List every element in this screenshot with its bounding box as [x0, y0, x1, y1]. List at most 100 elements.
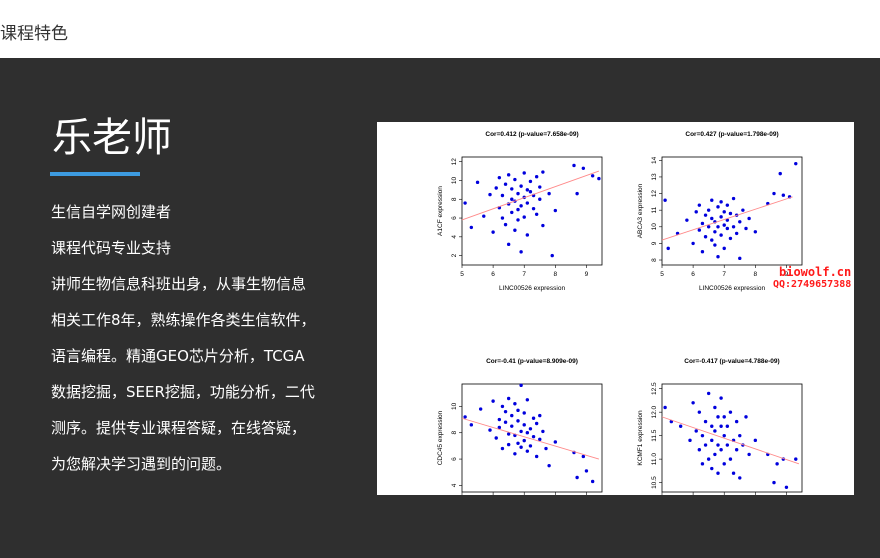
- data-point: [538, 197, 542, 201]
- y-tick-label: 4: [451, 235, 458, 239]
- data-point: [725, 424, 730, 428]
- data-point: [722, 246, 726, 251]
- data-point: [525, 201, 530, 205]
- x-tick-label: 8: [754, 271, 758, 278]
- data-point: [519, 445, 523, 449]
- data-point: [719, 424, 723, 428]
- y-tick-label: 11: [651, 206, 658, 213]
- data-point: [513, 228, 517, 232]
- data-point: [522, 215, 526, 219]
- plot-title: Cor=0.427 (p-value=1.798e-09): [685, 131, 778, 138]
- data-point: [728, 457, 733, 461]
- data-point: [478, 407, 483, 411]
- y-tick-label: 4: [451, 483, 458, 487]
- regression-line: [661, 416, 800, 465]
- data-point: [497, 175, 502, 180]
- data-point: [572, 163, 576, 168]
- data-point: [710, 198, 714, 202]
- data-point: [516, 191, 520, 196]
- desc-line: 为您解决学习遇到的问题。: [51, 455, 232, 473]
- header-bar: 课程特色: [0, 0, 880, 58]
- data-point: [738, 220, 742, 224]
- data-point: [747, 216, 751, 221]
- data-point: [728, 410, 733, 414]
- title-underline: [50, 172, 140, 176]
- data-point: [506, 173, 511, 177]
- y-axis-label: CDC45 expression: [437, 410, 444, 465]
- data-point: [744, 415, 748, 419]
- plot-frame: [661, 383, 803, 493]
- content-panel: 乐老师 生信自学网创建者 课程代码专业支持 讲师生物信息科班出身，从事生物信息 …: [0, 58, 880, 558]
- data-point: [590, 479, 595, 484]
- data-point: [697, 228, 702, 232]
- x-tick-label: 5: [660, 271, 664, 278]
- data-point: [741, 208, 745, 212]
- teacher-name: 乐老师: [52, 115, 172, 161]
- data-point: [738, 433, 742, 438]
- desc-line: 生信自学网创建者: [51, 203, 172, 221]
- data-point: [491, 230, 495, 234]
- data-point: [716, 415, 720, 419]
- x-tick-label: 8: [554, 271, 558, 278]
- data-point: [519, 204, 523, 208]
- data-point: [494, 186, 498, 190]
- data-point: [590, 174, 595, 178]
- data-point: [494, 436, 498, 440]
- data-point: [710, 438, 714, 443]
- data-point: [553, 440, 558, 444]
- data-point: [510, 187, 514, 191]
- plot-title: Cor=-0.41 (p-value=8.909e-09): [486, 358, 578, 365]
- data-point: [488, 192, 492, 197]
- data-point: [716, 205, 720, 209]
- watermark-site: biowolf.cn: [779, 265, 852, 279]
- data-point: [697, 448, 702, 452]
- data-point: [794, 457, 798, 461]
- data-point: [728, 211, 733, 216]
- y-tick-label: 10.5: [651, 476, 658, 489]
- data-point: [713, 452, 717, 457]
- data-point: [697, 410, 702, 414]
- y-tick-label: 8: [451, 431, 458, 435]
- y-tick-label: 12.5: [651, 382, 658, 395]
- data-point: [503, 222, 508, 227]
- data-point: [522, 423, 526, 427]
- data-point: [516, 207, 520, 212]
- data-point: [488, 428, 492, 432]
- data-point: [525, 449, 530, 453]
- data-point: [534, 421, 539, 426]
- data-point: [694, 429, 698, 433]
- y-tick-label: 6: [451, 216, 458, 220]
- data-point: [725, 203, 730, 207]
- data-point: [544, 446, 548, 451]
- data-point: [516, 419, 520, 423]
- data-point: [700, 250, 705, 254]
- data-point: [534, 212, 539, 216]
- y-tick-label: 10: [451, 402, 458, 410]
- data-point: [531, 416, 536, 420]
- data-point: [500, 216, 505, 220]
- data-point: [700, 221, 705, 226]
- data-point: [716, 254, 720, 259]
- data-point: [738, 476, 742, 480]
- data-point: [528, 190, 533, 194]
- data-point: [475, 180, 480, 185]
- data-point: [525, 431, 530, 435]
- data-point: [706, 208, 711, 212]
- data-point: [713, 230, 717, 234]
- data-point: [716, 225, 720, 229]
- data-point: [510, 210, 514, 215]
- data-point: [703, 443, 708, 447]
- desc-line: 语言编程。精通GEO芯片分析，TCGA: [51, 347, 305, 365]
- data-point: [528, 444, 533, 448]
- data-point: [691, 241, 695, 246]
- data-point: [525, 188, 530, 192]
- y-tick-label: 12.0: [651, 405, 658, 418]
- data-point: [469, 225, 474, 230]
- data-point: [722, 223, 726, 227]
- data-point: [710, 466, 714, 471]
- y-tick-label: 8: [451, 197, 458, 201]
- data-point: [519, 184, 523, 188]
- y-tick-label: 11.0: [651, 453, 658, 466]
- x-tick-label: 6: [491, 271, 495, 278]
